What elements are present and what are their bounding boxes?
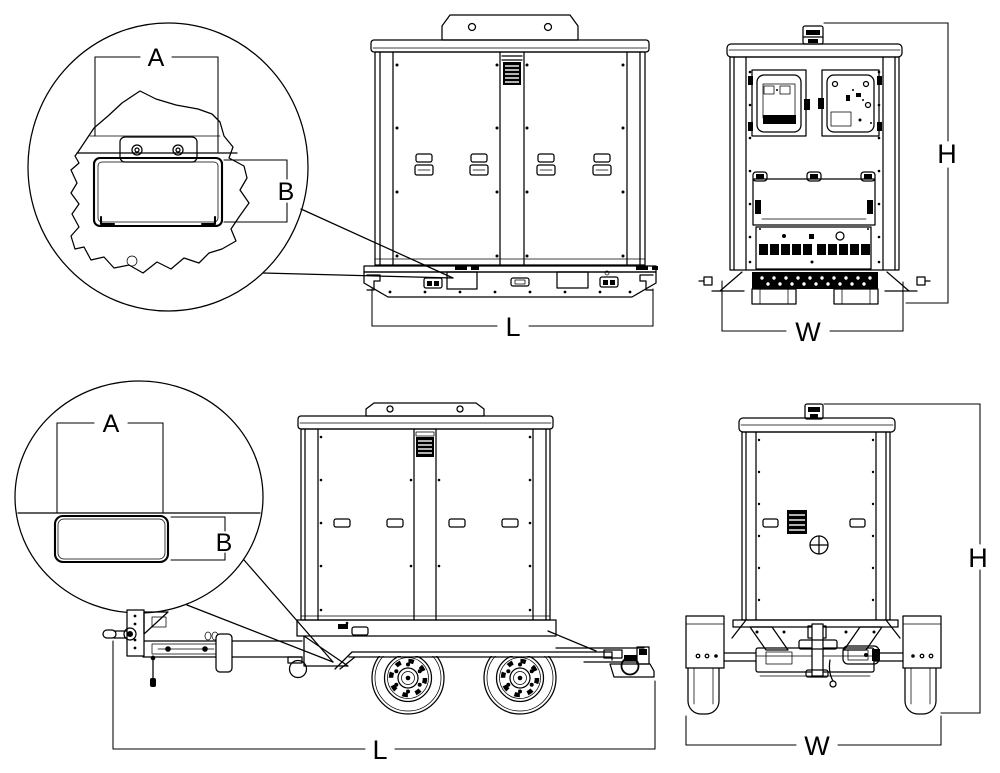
dim-b-top: B: [223, 159, 295, 223]
lifting-eye: [802, 25, 824, 45]
hinge-dots: [748, 70, 881, 264]
right-foot: [833, 288, 879, 305]
enclosure-body: [374, 51, 646, 266]
skid-base: [363, 265, 658, 298]
skid-nameplate-detail-callout: A B: [27, 22, 454, 312]
dim-length-bottom: L: [112, 640, 656, 765]
trailer-undercarriage: [723, 619, 904, 688]
base-nameplate-location: [446, 271, 478, 290]
dim-label-l: L: [372, 735, 387, 765]
front-gusset: [303, 635, 349, 667]
hinge-dots: [395, 63, 625, 258]
dim-length-top: L: [371, 288, 654, 342]
left-fender: [685, 615, 725, 669]
dim-label-w: W: [804, 731, 830, 761]
safety-chain: [828, 659, 834, 682]
access-window: [818, 69, 882, 137]
left-foot: [751, 288, 797, 305]
lifting-bracket: [365, 402, 485, 417]
wheel: [371, 656, 445, 715]
dim-label-h: H: [968, 543, 988, 573]
dim-width-bottom: W: [685, 715, 942, 761]
detail-circle: [27, 22, 309, 312]
enclosure-body: [741, 431, 891, 621]
roof-band: [297, 415, 554, 430]
lifting-bracket: [441, 14, 579, 41]
outlet-flap: [752, 171, 876, 230]
dim-label-l: L: [505, 312, 520, 342]
lifting-eye: [804, 403, 824, 420]
jack-tube: [811, 623, 824, 677]
dim-a-top: A: [94, 44, 219, 153]
skid-generator-side-view: L: [363, 14, 658, 342]
nameplate-plate: [53, 514, 170, 564]
trailer-deck: [296, 619, 557, 637]
dim-label-b: B: [216, 529, 233, 557]
rear-frame: [547, 630, 655, 678]
callout-leader-line: [300, 208, 454, 279]
right-fender: [902, 615, 942, 669]
hinge-dots: [757, 438, 875, 602]
roof-band: [726, 43, 903, 58]
dim-width-top: W: [721, 280, 904, 347]
dim-label-b: B: [278, 178, 295, 206]
skid-base-rear: [698, 271, 931, 305]
callout-leader-line: [262, 272, 454, 279]
trailer-generator-rear-view: H W: [685, 403, 988, 761]
dim-label-h: H: [937, 139, 957, 169]
dim-height-bottom: H: [823, 403, 988, 714]
rear-step: [609, 663, 655, 678]
vent-grille: [415, 431, 435, 457]
dim-label-w: W: [795, 317, 821, 347]
tandem-wheels: [371, 656, 557, 715]
dim-height-top: H: [823, 22, 957, 304]
enclosure-body: [300, 428, 551, 621]
tie-down-ring: [288, 659, 308, 679]
trailer-generator-side-view: L: [102, 402, 656, 765]
detail-circle: [14, 380, 264, 614]
tow-eye: [102, 629, 117, 639]
jack-tube: [215, 633, 233, 673]
dim-b-bottom: B: [170, 516, 233, 561]
torn-panel-outline: [70, 90, 250, 274]
wheel: [483, 656, 557, 715]
callout-leader-line: [186, 604, 334, 663]
skid-generator-rear-view: H W: [698, 22, 957, 347]
door-handles: [333, 518, 519, 528]
control-panel-window: [748, 69, 810, 137]
roof-band: [370, 39, 650, 53]
door-handles: [414, 153, 612, 176]
trailer-nameplate-detail-callout: A B: [14, 380, 334, 663]
rear-panel-features: [762, 510, 866, 555]
receptacle-panel: [755, 226, 872, 270]
dim-label-a: A: [148, 44, 165, 72]
hinge-dots: [319, 435, 532, 612]
enclosure-body: [729, 56, 900, 271]
vent-grille: [501, 55, 523, 85]
nameplate-plate: [92, 156, 224, 228]
tow-bar: [102, 609, 308, 687]
tie-down-ring: [620, 656, 640, 676]
dim-label-a: A: [103, 410, 120, 438]
